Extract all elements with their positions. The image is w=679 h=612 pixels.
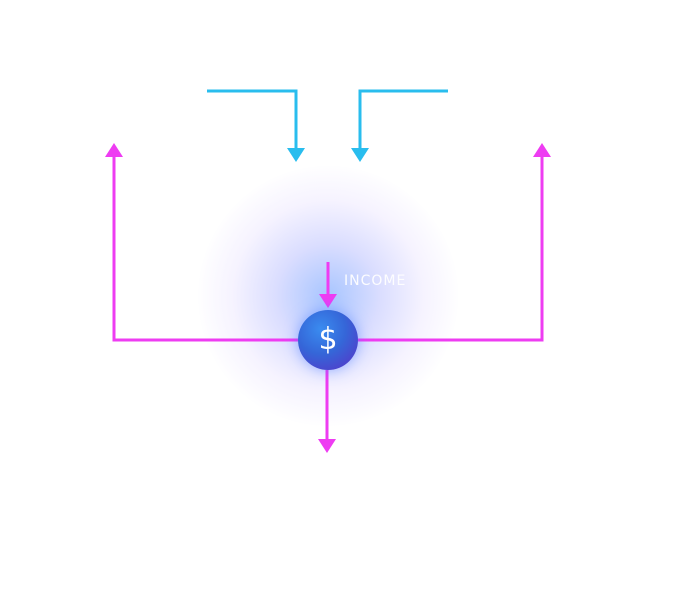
income-label: INCOME <box>344 273 407 289</box>
income-arrow-head <box>319 294 337 308</box>
currency-symbol: $ <box>318 322 338 357</box>
outflow-arrow-left-line <box>112 156 298 342</box>
outflow-arrow-down-head <box>318 439 336 453</box>
dollar-coin-icon: $ <box>298 310 358 370</box>
inflow-arrow-right-head <box>351 148 369 162</box>
outflow-arrow-right-line <box>358 156 544 342</box>
outflow-arrow-right-head <box>533 143 551 157</box>
inflow-arrow-left-head <box>287 148 305 162</box>
inflow-arrow-left-line <box>207 89 298 148</box>
outflow-arrow-left-head <box>105 143 123 157</box>
inflow-arrow-right-line <box>358 89 448 148</box>
